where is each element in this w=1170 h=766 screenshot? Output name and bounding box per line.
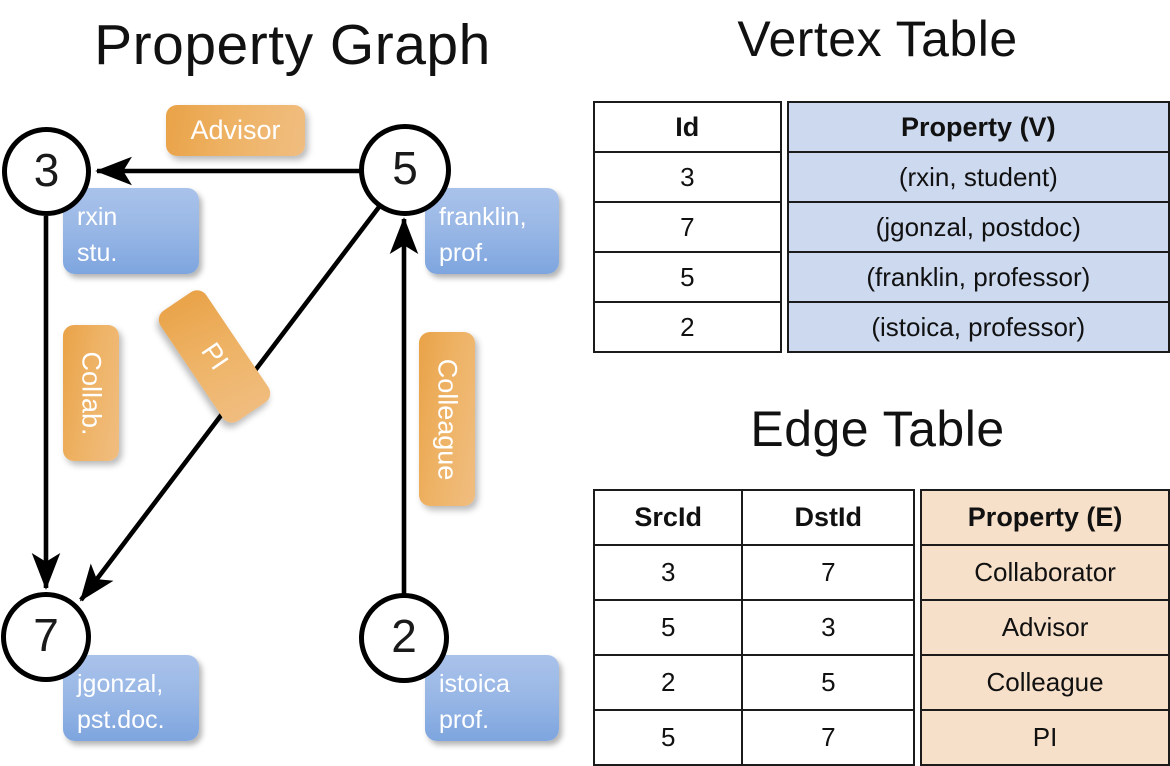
vertex-row-2-gap bbox=[781, 252, 788, 302]
edge-row-1-property: Advisor bbox=[920, 599, 1170, 656]
graph-node-5[interactable]: 5 bbox=[359, 124, 451, 216]
vertex-table-header-property: Property (V) bbox=[786, 101, 1170, 153]
vertex-property-box-3: rxin stu. bbox=[63, 188, 199, 274]
table-row: 2 (istoica, professor) bbox=[593, 301, 1170, 353]
vertex-table-header-row: Id Property (V) bbox=[593, 101, 1170, 153]
graph-node-3[interactable]: 3 bbox=[2, 127, 91, 216]
vertex-property-box-5: franklin, prof. bbox=[425, 188, 559, 274]
edge-row-0-property: Collaborator bbox=[920, 544, 1170, 601]
table-row: 7 (jgonzal, postdoc) bbox=[593, 201, 1170, 253]
vertex-property-box-2-line2: prof. bbox=[439, 705, 490, 734]
edge-table-header-dstid: DstId bbox=[741, 489, 916, 546]
vertex-row-3-id: 2 bbox=[593, 301, 782, 353]
vertex-property-box-2: istoica prof. bbox=[425, 655, 559, 741]
edge-table: SrcId DstId Property (E) 3 7 Collaborato… bbox=[592, 489, 1170, 766]
edge-table-gap bbox=[914, 490, 921, 545]
edge-row-0-gap bbox=[914, 545, 921, 600]
edge-label-advisor: Advisor bbox=[166, 105, 305, 156]
vertex-row-1-id: 7 bbox=[593, 201, 782, 253]
edge-row-3-src: 5 bbox=[592, 709, 744, 766]
page-title-edge-table: Edge Table bbox=[750, 401, 1005, 457]
edge-label-collab-text: Collab. bbox=[76, 350, 107, 436]
graph-node-3-label: 3 bbox=[33, 143, 60, 196]
vertex-table-gap bbox=[781, 102, 788, 152]
vertex-property-box-5-line1: franklin, bbox=[439, 203, 527, 231]
table-row: 2 5 Colleague bbox=[592, 654, 1170, 711]
table-row: 5 7 PI bbox=[592, 709, 1170, 766]
edge-row-0-src: 3 bbox=[592, 544, 744, 601]
edge-label-pi-text: PI bbox=[195, 337, 235, 376]
table-row: 5 (franklin, professor) bbox=[593, 251, 1170, 303]
vertex-row-0-gap bbox=[781, 152, 788, 202]
graph-node-2[interactable]: 2 bbox=[359, 593, 449, 683]
vertex-row-0-property: (rxin, student) bbox=[786, 151, 1170, 203]
vertex-property-box-7-line2: pst.doc. bbox=[77, 705, 165, 734]
table-row: 3 (rxin, student) bbox=[593, 151, 1170, 203]
edge-label-collab: Collab. bbox=[63, 325, 119, 461]
vertex-table: Id Property (V) 3 (rxin, student) 7 (jgo… bbox=[593, 101, 1170, 353]
graph-node-2-label: 2 bbox=[391, 610, 417, 662]
vertex-property-box-5-line2: prof. bbox=[439, 238, 490, 267]
page-title-property-graph: Property Graph bbox=[94, 13, 491, 77]
edge-label-colleague-text: Colleague bbox=[432, 358, 463, 480]
edge-table-header-property: Property (E) bbox=[920, 489, 1170, 546]
edge-row-3-property: PI bbox=[920, 709, 1170, 766]
edge-row-1-gap bbox=[914, 600, 921, 655]
table-row: 3 7 Collaborator bbox=[592, 544, 1170, 601]
edge-table-header-srcid: SrcId bbox=[592, 489, 744, 546]
edge-label-colleague: Colleague bbox=[419, 332, 475, 506]
edge-row-1-src: 5 bbox=[592, 599, 744, 656]
edge-row-2-property: Colleague bbox=[920, 654, 1170, 711]
vertex-row-1-gap bbox=[781, 202, 788, 252]
edge-row-0-dst: 7 bbox=[741, 544, 916, 601]
edge-row-2-dst: 5 bbox=[741, 654, 916, 711]
edge-row-2-src: 2 bbox=[592, 654, 744, 711]
vertex-row-3-gap bbox=[781, 302, 788, 352]
vertex-property-box-2-line1: istoica bbox=[439, 670, 510, 698]
vertex-row-1-property: (jgonzal, postdoc) bbox=[786, 201, 1170, 253]
vertex-property-box-3-line2: stu. bbox=[77, 238, 118, 267]
page-title-vertex-table: Vertex Table bbox=[737, 11, 1018, 67]
graph-node-5-label: 5 bbox=[392, 142, 418, 194]
edge-row-1-dst: 3 bbox=[741, 599, 916, 656]
edge-table-header-row: SrcId DstId Property (E) bbox=[592, 489, 1170, 546]
vertex-property-box-7-line1: jgonzal, bbox=[77, 670, 164, 698]
vertex-row-0-id: 3 bbox=[593, 151, 782, 203]
vertex-row-2-id: 5 bbox=[593, 251, 782, 303]
edge-row-3-dst: 7 bbox=[741, 709, 916, 766]
edge-row-3-gap bbox=[914, 710, 921, 765]
vertex-row-2-property: (franklin, professor) bbox=[786, 251, 1170, 303]
vertex-row-3-property: (istoica, professor) bbox=[786, 301, 1170, 353]
vertex-table-header-id: Id bbox=[593, 101, 782, 153]
vertex-property-box-3-line1: rxin bbox=[77, 203, 118, 231]
edge-label-advisor-text: Advisor bbox=[190, 115, 281, 145]
vertex-property-box-7: jgonzal, pst.doc. bbox=[63, 655, 199, 741]
graph-node-7[interactable]: 7 bbox=[1, 592, 91, 682]
graph-node-7-label: 7 bbox=[33, 609, 59, 661]
edge-row-2-gap bbox=[914, 655, 921, 710]
table-row: 5 3 Advisor bbox=[592, 599, 1170, 656]
